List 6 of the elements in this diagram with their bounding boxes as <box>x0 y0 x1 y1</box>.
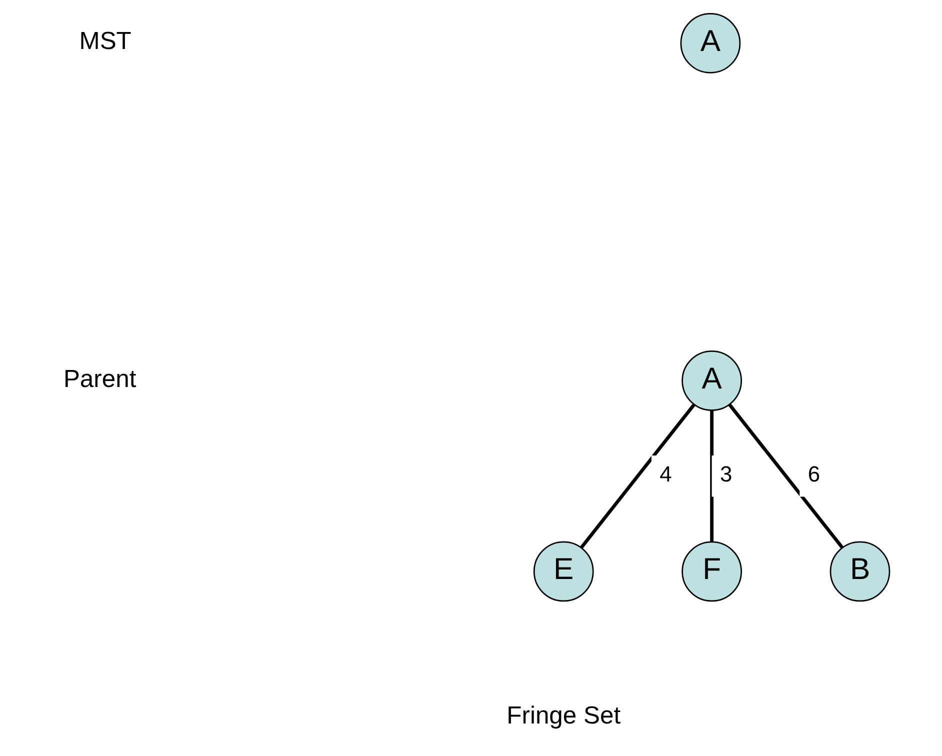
edge-label: 3 <box>720 461 732 486</box>
edge-label: 4 <box>660 461 672 486</box>
label: Parent <box>63 366 136 393</box>
edge-label: 6 <box>808 461 820 486</box>
label: MST <box>79 28 132 56</box>
label: Fringe Set <box>506 702 621 730</box>
